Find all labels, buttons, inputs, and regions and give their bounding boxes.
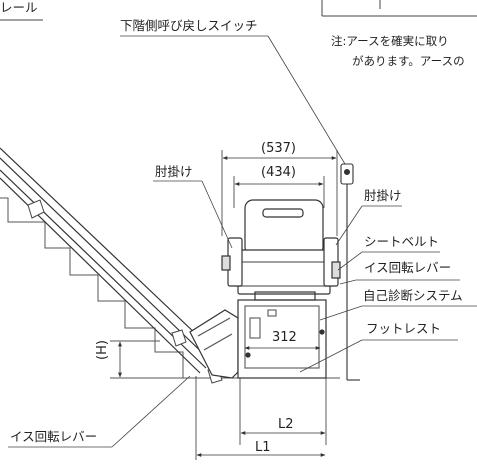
rail-label: レール (0, 0, 38, 15)
footrest-label: フットレスト (366, 321, 442, 336)
armrest-left-label: 肘掛け (155, 164, 193, 179)
leader-lines (8, 35, 477, 448)
dimension-height: (H) (95, 340, 110, 360)
dimension-length-1: L1 (255, 440, 271, 455)
dimension-length-2: L2 (278, 417, 294, 432)
recall-switch-device (340, 163, 360, 381)
note-box (321, 0, 477, 17)
dimension-footrest-depth: 312 (272, 330, 297, 345)
dimension-width-inner: (434) (261, 165, 296, 180)
carriage (189, 309, 239, 379)
footrest-box (237, 299, 327, 379)
seat-swivel-lever-right-label: イス回転レバー (364, 260, 452, 275)
seat-belt-label: シートベルト (364, 234, 440, 249)
note-line-2: があります。アースの (352, 54, 465, 68)
seat-chair (221, 199, 341, 301)
seat-swivel-lever-left-label: イス回転レバー (10, 429, 98, 444)
dimension-lines (118, 150, 338, 460)
note-line-1: 注:アースを確実に取り (331, 34, 449, 48)
lower-recall-switch-label: 下階側呼び戻しスイッチ (120, 18, 258, 33)
dimension-width-outer: (537) (261, 141, 296, 156)
armrest-right-label: 肘掛け (364, 188, 402, 203)
self-diagnosis-system-label: 自己診断システム (363, 288, 463, 303)
